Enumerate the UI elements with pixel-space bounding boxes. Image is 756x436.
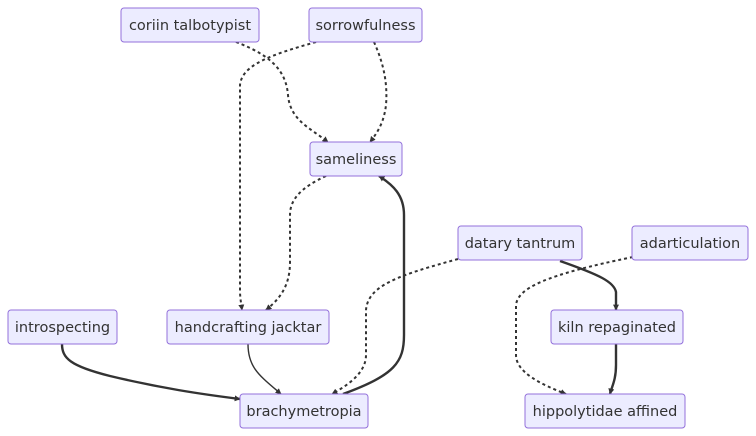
edge-introspecting-to-brachymetropia <box>60 343 241 402</box>
edge-sorrowfulness-to-handcrafting <box>238 41 317 311</box>
edge-adarticulation-to-hippolytidae <box>515 256 634 395</box>
node-adarticulation[interactable]: adarticulation <box>631 225 749 261</box>
edge-datary-to-kiln <box>559 259 619 311</box>
node-label: kiln repaginated <box>558 320 676 336</box>
node-label: sorrowfulness <box>315 18 415 34</box>
edge-sameliness-to-handcrafting <box>265 175 327 311</box>
node-label: hippolytidae affined <box>533 404 678 420</box>
node-handcrafting-jacktar[interactable]: handcrafting jacktar <box>166 309 330 345</box>
edge-kiln-to-hippolytidae <box>608 344 618 395</box>
node-label: sameliness <box>316 152 397 168</box>
node-sameliness[interactable]: sameliness <box>309 141 403 177</box>
node-label: adarticulation <box>640 236 741 252</box>
node-sorrowfulness[interactable]: sorrowfulness <box>308 7 423 43</box>
node-label: handcrafting jacktar <box>175 320 322 336</box>
node-datary-tantrum[interactable]: datary tantrum <box>457 225 583 261</box>
edges <box>60 41 634 402</box>
node-label: datary tantrum <box>465 236 576 252</box>
node-introspecting[interactable]: introspecting <box>7 309 118 345</box>
node-brachymetropia[interactable]: brachymetropia <box>239 393 369 429</box>
node-hippolytidae-affined[interactable]: hippolytidae affined <box>524 393 686 429</box>
node-label: brachymetropia <box>246 404 361 420</box>
edge-datary-to-brachymetropia <box>331 258 459 395</box>
node-label: coriin talbotypist <box>129 18 251 34</box>
nodes: coriin talbotypist sorrowfulness samelin… <box>7 7 749 429</box>
node-kiln-repaginated[interactable]: kiln repaginated <box>550 309 684 345</box>
node-label: introspecting <box>15 320 110 336</box>
edge-handcrafting-to-brachymetropia <box>247 343 282 395</box>
edge-brachymetropia-to-sameliness <box>342 174 406 396</box>
node-coriin-talbotypist[interactable]: coriin talbotypist <box>120 7 260 43</box>
edge-coriin-to-sameliness <box>235 41 329 143</box>
